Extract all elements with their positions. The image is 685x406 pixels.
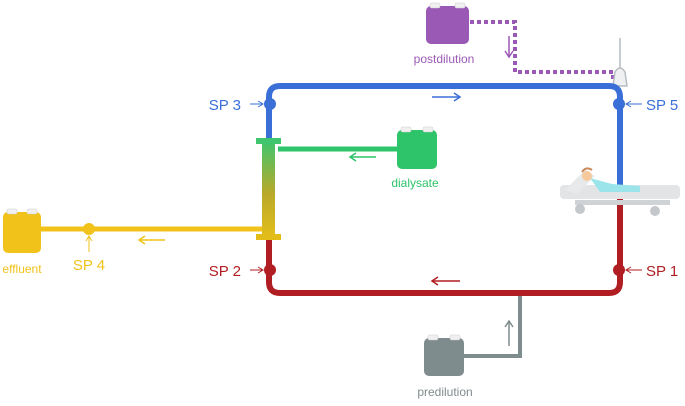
hemofilter-icon (256, 138, 281, 240)
postdilution-label: postdilution (414, 52, 475, 66)
effluent-bag (3, 208, 41, 253)
arterial-flow-arrow-icon (430, 276, 460, 286)
sampling-point-sp2: SP 2 (209, 263, 276, 280)
patient-bed-icon (560, 167, 680, 216)
effluent-arrow-icon (137, 235, 165, 245)
dialysate-bag (397, 126, 437, 169)
sp2-label: SP 2 (209, 263, 241, 280)
sampling-point-sp4: SP 4 (73, 223, 105, 274)
sp3-label: SP 3 (209, 97, 241, 114)
predilution-line (460, 296, 522, 358)
postdilution-arrow-icon (504, 36, 514, 59)
dialysate-label: dialysate (391, 176, 439, 190)
dialysate-arrow-icon (348, 152, 376, 162)
effluent-label: effluent (2, 262, 42, 276)
sp4-label: SP 4 (73, 257, 105, 274)
sampling-point-sp5: SP 5 (613, 97, 678, 114)
predilution-bag (424, 334, 464, 376)
sampling-point-sp3: SP 3 (209, 97, 276, 114)
drip-chamber-icon (612, 38, 628, 87)
arterial-line (266, 185, 623, 296)
venous-line (266, 83, 623, 185)
postdilution-line (470, 20, 615, 80)
venous-flow-arrow-icon (432, 92, 462, 102)
postdilution-bag (426, 2, 469, 44)
sp1-label: SP 1 (646, 263, 678, 280)
sp5-label: SP 5 (646, 97, 678, 114)
sampling-point-sp1: SP 1 (613, 263, 678, 280)
predilution-label: predilution (417, 385, 472, 399)
predilution-arrow-icon (504, 319, 514, 346)
